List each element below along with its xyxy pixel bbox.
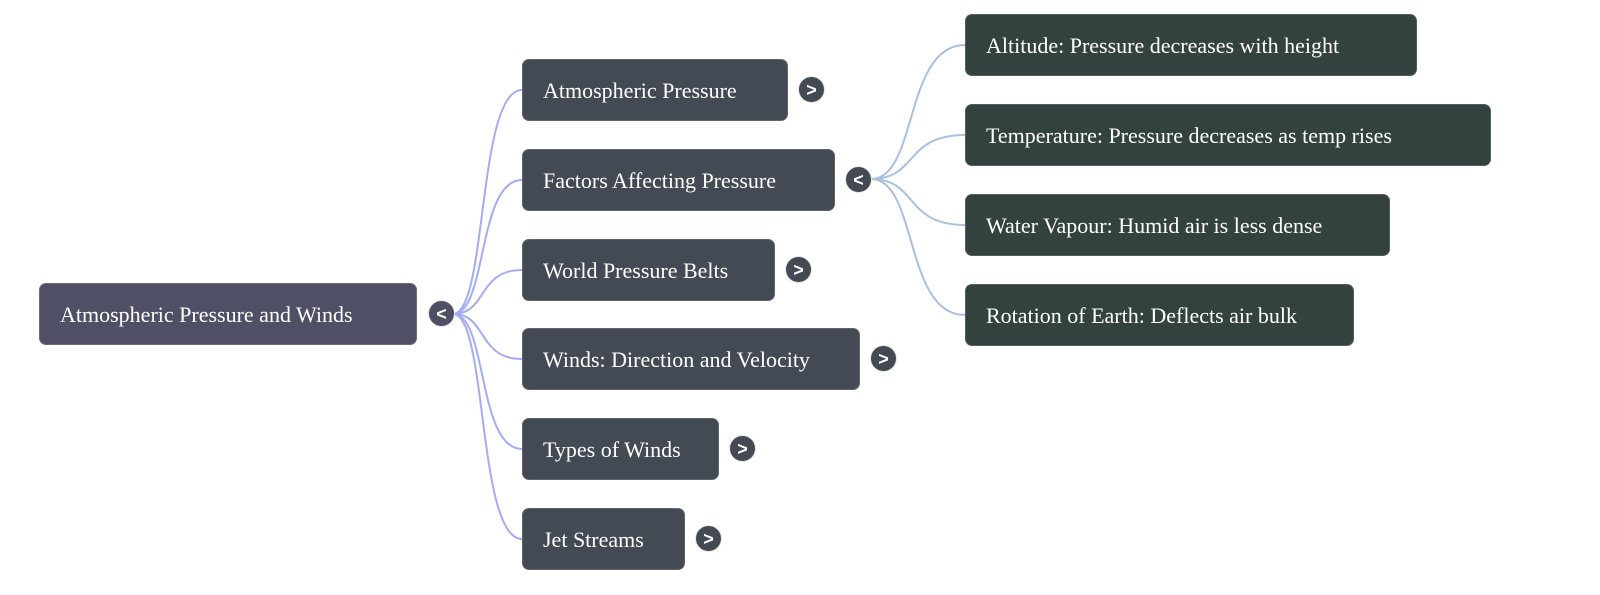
leaf-label: Water Vapour: Humid air is less dense (986, 213, 1323, 238)
branch-node-atmospheric-pressure[interactable]: Atmospheric Pressure (522, 59, 788, 121)
connector-root-to-branch-3 (452, 313, 523, 360)
root-node[interactable]: Atmospheric Pressure and Winds (39, 283, 417, 345)
expand-toggle-atmospheric-pressure[interactable]: > (798, 76, 825, 103)
branch-node-factors-affecting-pressure[interactable]: Factors Affecting Pressure (522, 149, 835, 211)
connector-factors-to-leaf-3 (870, 178, 966, 316)
branch-label: Winds: Direction and Velocity (543, 347, 810, 372)
branch-label: Factors Affecting Pressure (543, 168, 776, 193)
chevron-left-icon: < (853, 170, 864, 190)
connector-root-to-branch-4 (452, 313, 523, 450)
chevron-right-icon: > (737, 439, 748, 459)
connector-root-to-branch-5 (452, 313, 523, 540)
chevron-right-icon: > (806, 80, 817, 100)
expand-toggle-jet-streams[interactable]: > (695, 525, 722, 552)
leaf-node-rotation-of-earth[interactable]: Rotation of Earth: Deflects air bulk (965, 284, 1354, 346)
connector-root-to-branch-0 (452, 89, 523, 315)
branch-label: World Pressure Belts (543, 258, 729, 283)
leaf-node-temperature[interactable]: Temperature: Pressure decreases as temp … (965, 104, 1491, 166)
connector-root-to-branch-1 (452, 179, 523, 315)
collapse-toggle-factors-affecting-pressure[interactable]: < (845, 166, 872, 193)
expand-toggle-types-of-winds[interactable]: > (729, 435, 756, 462)
connector-factors-to-leaf-2 (870, 178, 966, 226)
branch-node-jet-streams[interactable]: Jet Streams (522, 508, 685, 570)
chevron-right-icon: > (878, 349, 889, 369)
branch-node-winds-direction-velocity[interactable]: Winds: Direction and Velocity (522, 328, 860, 390)
expand-toggle-winds-direction-velocity[interactable]: > (870, 345, 897, 372)
connector-factors-to-leaf-1 (870, 134, 966, 180)
chevron-right-icon: > (793, 260, 804, 280)
branch-label: Jet Streams (543, 527, 644, 552)
leaf-node-water-vapour[interactable]: Water Vapour: Humid air is less dense (965, 194, 1390, 256)
branch-node-world-pressure-belts[interactable]: World Pressure Belts (522, 239, 775, 301)
chevron-right-icon: > (703, 529, 714, 549)
leaf-label: Temperature: Pressure decreases as temp … (986, 123, 1392, 148)
connector-root-to-branch-2 (452, 269, 523, 315)
leaf-label: Altitude: Pressure decreases with height (986, 33, 1340, 58)
root-node-label: Atmospheric Pressure and Winds (60, 302, 353, 327)
branch-label: Types of Winds (543, 437, 681, 462)
leaf-node-altitude[interactable]: Altitude: Pressure decreases with height (965, 14, 1417, 76)
branch-node-types-of-winds[interactable]: Types of Winds (522, 418, 719, 480)
connector-factors-to-leaf-0 (870, 44, 966, 180)
leaf-label: Rotation of Earth: Deflects air bulk (986, 303, 1297, 328)
chevron-left-icon: < (436, 304, 447, 324)
expand-toggle-world-pressure-belts[interactable]: > (785, 256, 812, 283)
root-collapse-toggle[interactable]: < (428, 300, 455, 327)
branch-label: Atmospheric Pressure (543, 78, 737, 103)
